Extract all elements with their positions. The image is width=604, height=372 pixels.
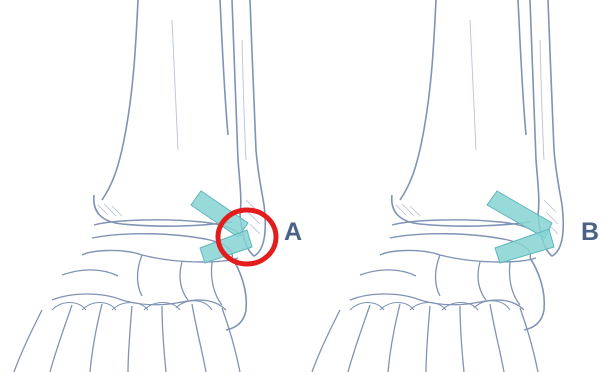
panel-label-a: A (284, 220, 302, 245)
right-ligament-bands (487, 191, 554, 263)
left-ankle-drawing (14, 0, 265, 372)
right-lower-ligament (495, 229, 554, 263)
right-ankle-drawing (312, 0, 563, 372)
panel-label-b: B (581, 220, 599, 245)
